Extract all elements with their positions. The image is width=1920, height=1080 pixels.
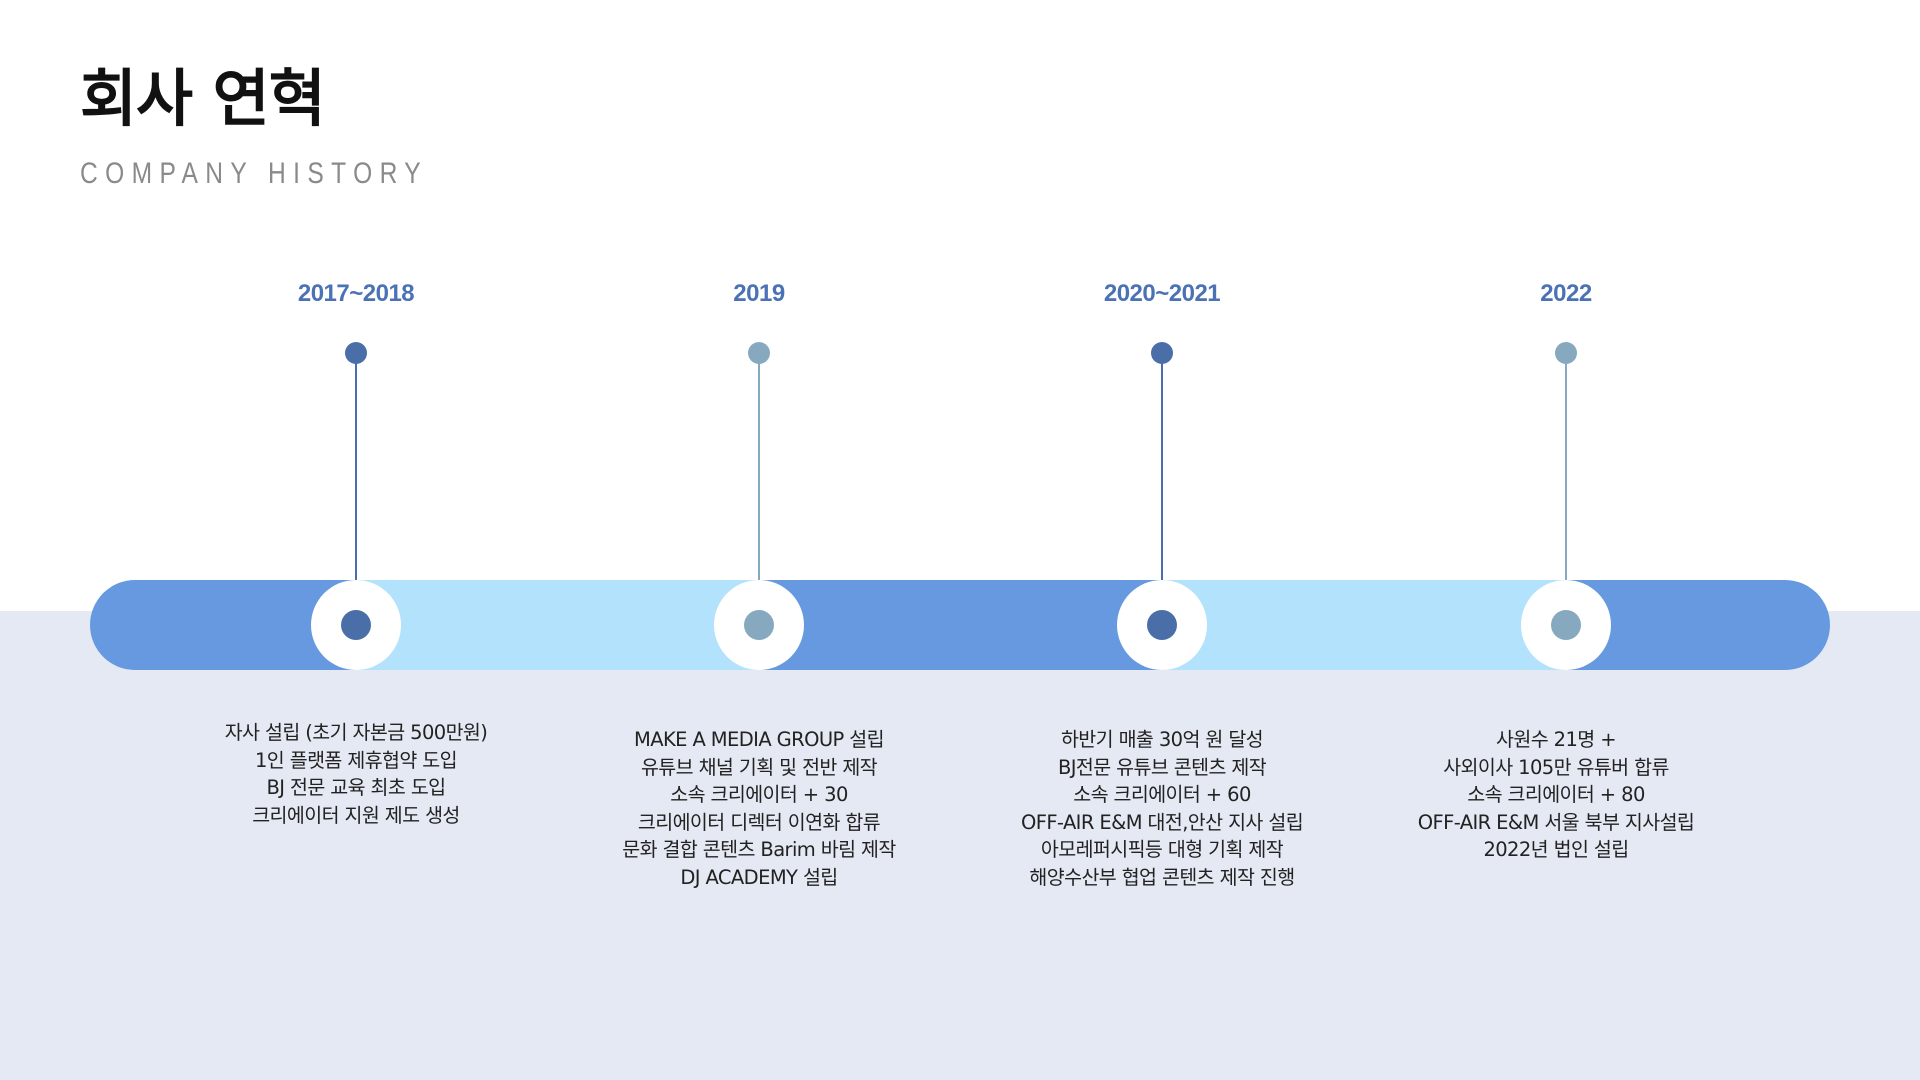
description-line: 1인 플랫폼 제휴협약 도입 — [254, 748, 458, 772]
milestone-connector-line — [1565, 353, 1567, 625]
timeline-segment-2 — [356, 580, 760, 670]
milestone-center-dot — [1147, 610, 1177, 640]
milestone-year: 2017~2018 — [297, 280, 415, 307]
milestone-connector-line — [355, 353, 357, 625]
milestone-description: 사원수 21명 + 사외이사 105만 유튜버 합류 소속 크리에이터 + 80… — [1356, 726, 1756, 864]
description-line: 문화 결합 콘텐츠 Barim 바림 제작 — [622, 838, 896, 861]
milestone-year: 2022 — [1540, 280, 1592, 307]
page-subtitle: COMPANY HISTORY — [80, 157, 429, 190]
milestone-connector-line — [758, 353, 760, 625]
description-line: 사원수 21명 + — [1496, 728, 1617, 751]
description-line: BJ 전문 교육 최초 도입 — [266, 776, 446, 799]
description-line: OFF-AIR E&M 대전,안산 지사 설립 — [1020, 810, 1304, 834]
page-title: 회사 연혁 — [80, 62, 326, 135]
description-line: 크리에이터 디렉터 이연화 합류 — [637, 810, 881, 834]
description-line: 사외이사 105만 유튜버 합류 — [1443, 755, 1669, 779]
description-line: OFF-AIR E&M 서울 북부 지사설립 — [1417, 810, 1695, 834]
timeline-segment-3 — [760, 580, 1164, 670]
description-line: DJ ACADEMY 설립 — [680, 865, 838, 889]
milestone-description: 자사 설립 (초기 자본금 500만원) 1인 플랫폼 제휴협약 도입 BJ 전… — [156, 719, 556, 829]
milestone-center-dot — [341, 610, 371, 640]
description-line: 소속 크리에이터 + 80 — [1467, 783, 1645, 806]
milestone-description: MAKE A MEDIA GROUP 설립 유튜브 채널 기획 및 전반 제작 … — [559, 726, 959, 891]
timeline-bar — [90, 580, 1830, 670]
timeline-segment-4 — [1164, 580, 1568, 670]
description-line: MAKE A MEDIA GROUP 설립 — [634, 728, 885, 751]
description-line: BJ전문 유튜브 콘텐츠 제작 — [1057, 755, 1267, 779]
description-line: 소속 크리에이터 + 60 — [1073, 783, 1251, 806]
description-line: 해양수산부 협업 콘텐츠 제작 진행 — [1029, 865, 1295, 889]
description-line: 아모레퍼시픽등 대형 기획 제작 — [1040, 838, 1284, 861]
milestone-description: 하반기 매출 30억 원 달성 BJ전문 유튜브 콘텐츠 제작 소속 크리에이터… — [962, 726, 1362, 891]
bottom-background-panel — [0, 611, 1920, 1080]
milestone-center-dot — [744, 610, 774, 640]
description-line: 자사 설립 (초기 자본금 500만원) — [224, 721, 488, 744]
milestone-year: 2019 — [733, 280, 785, 307]
timeline-segment-5 — [1568, 580, 1830, 670]
description-line: 유튜브 채널 기획 및 전반 제작 — [640, 755, 878, 779]
description-line: 하반기 매출 30억 원 달성 — [1060, 728, 1264, 751]
milestone-center-dot — [1551, 610, 1581, 640]
milestone-connector-line — [1161, 353, 1163, 625]
milestone-year: 2020~2021 — [1103, 280, 1221, 307]
description-line: 2022년 법인 설립 — [1483, 838, 1629, 861]
description-line: 소속 크리에이터 + 30 — [670, 783, 848, 806]
description-line: 크리에이터 지원 제도 생성 — [252, 803, 460, 827]
